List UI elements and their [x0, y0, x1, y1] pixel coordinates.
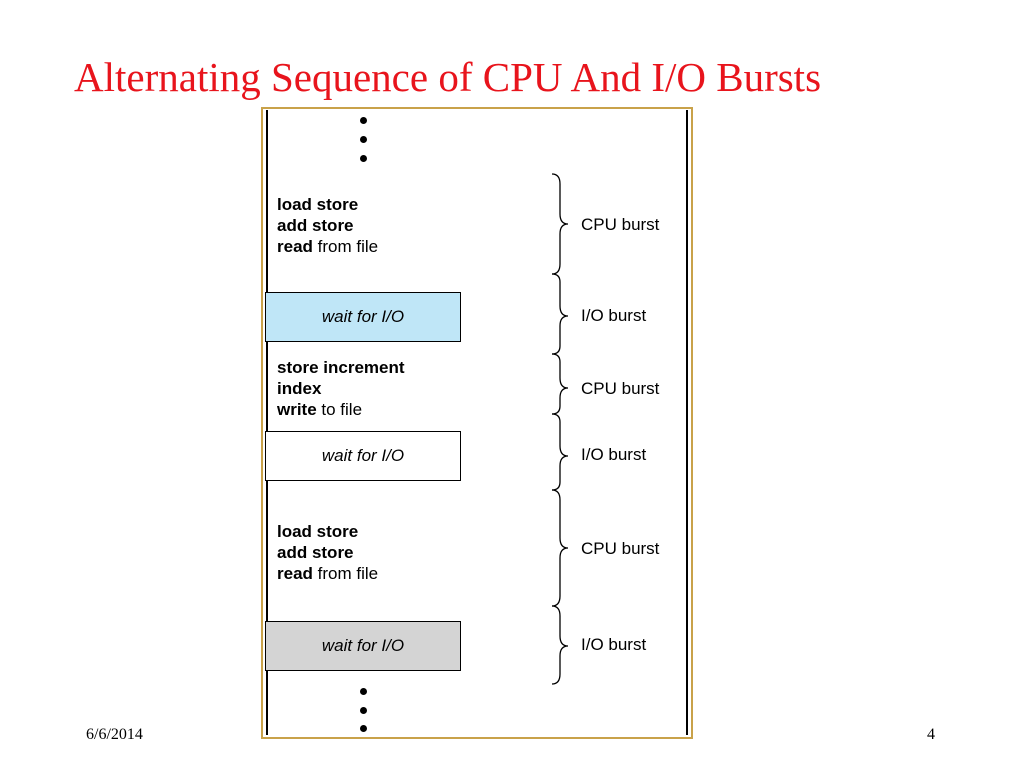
cpu-instructions-2: store increment index write to file	[277, 357, 405, 420]
ellipsis-dot-bottom	[360, 707, 367, 714]
page-number: 4	[927, 726, 935, 743]
cpu-burst-label-1: CPU burst	[581, 215, 660, 234]
wait-io-box-3: wait for I/O	[265, 621, 461, 671]
cpu-instructions-1: load store add store read from file	[277, 194, 378, 257]
brace-io-burst-2	[551, 413, 569, 491]
ellipsis-dot-bottom	[360, 688, 367, 695]
cpu-burst-label-3: CPU burst	[581, 539, 660, 558]
slide-title: Alternating Sequence of CPU And I/O Burs…	[74, 54, 822, 100]
instruction-line: write to file	[277, 400, 363, 419]
brace-cpu-burst-3	[551, 489, 569, 607]
ellipsis-dot-top	[360, 117, 367, 124]
instruction-line: store increment	[277, 358, 405, 377]
burst-braces	[551, 173, 569, 685]
instruction-line: index	[277, 379, 322, 398]
io-burst-label-1: I/O burst	[581, 306, 647, 325]
instruction-line: read from file	[277, 237, 379, 256]
instruction-line: add store	[277, 543, 354, 562]
io-burst-label-2: I/O burst	[581, 445, 647, 464]
brace-io-burst-3	[551, 605, 569, 685]
instruction-line: load store	[277, 195, 359, 214]
wait-io-box-1: wait for I/O	[265, 292, 461, 342]
ellipsis-dot-top	[360, 155, 367, 162]
instruction-line: load store	[277, 522, 359, 541]
io-burst-label-3: I/O burst	[581, 635, 647, 654]
brace-cpu-burst-2	[551, 353, 569, 415]
brace-cpu-burst-1	[551, 173, 569, 275]
ellipsis-dot-top	[360, 136, 367, 143]
ellipsis-dot-bottom	[360, 725, 367, 732]
instruction-line: add store	[277, 216, 354, 235]
footer-date: 6/6/2014	[86, 726, 143, 743]
wait-io-box-2: wait for I/O	[265, 431, 461, 481]
cpu-instructions-3: load store add store read from file	[277, 521, 378, 584]
figure-inner-border	[266, 110, 688, 735]
instruction-line: read from file	[277, 564, 379, 583]
cpu-burst-label-2: CPU burst	[581, 379, 660, 398]
brace-io-burst-1	[551, 273, 569, 355]
